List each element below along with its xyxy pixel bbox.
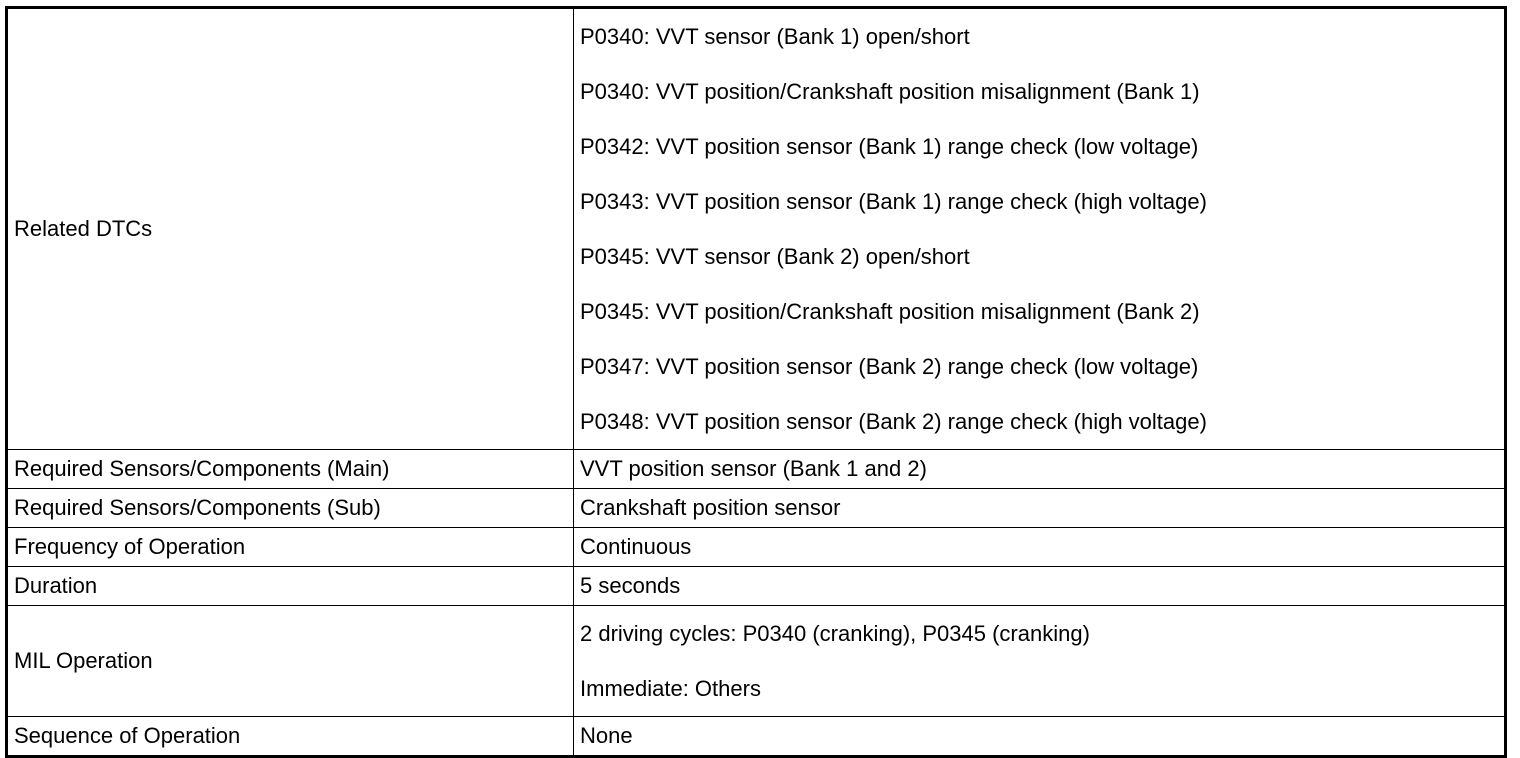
dtc-line: P0340: VVT position/Crankshaft position … [580, 79, 1200, 104]
row-label: Duration [6, 566, 574, 606]
value-line: Continuous [580, 534, 692, 559]
row-value: Crankshaft position sensor [573, 488, 1506, 528]
row-label: Sequence of Operation [6, 716, 574, 757]
row-value: Continuous [573, 527, 1506, 567]
value-line: 5 seconds [580, 573, 681, 598]
row-value: 2 driving cycles: P0340 (cranking), P034… [573, 605, 1506, 717]
value-line: None [580, 723, 633, 748]
dtc-line: P0340: VVT sensor (Bank 1) open/short [580, 24, 970, 49]
monitor-specification-table: Related DTCs P0340: VVT sensor (Bank 1) … [5, 6, 1507, 758]
table-row-mil-operation: MIL Operation 2 driving cycles: P0340 (c… [6, 605, 1506, 717]
dtc-line: P0347: VVT position sensor (Bank 2) rang… [580, 354, 1199, 379]
dtc-line: P0342: VVT position sensor (Bank 1) rang… [580, 134, 1199, 159]
dtc-line: P0345: VVT sensor (Bank 2) open/short [580, 244, 970, 269]
dtc-line: P0348: VVT position sensor (Bank 2) rang… [580, 409, 1207, 434]
table-row-required-sensors-main: Required Sensors/Components (Main) VVT p… [6, 449, 1506, 489]
table-row-required-sensors-sub: Required Sensors/Components (Sub) Cranks… [6, 488, 1506, 528]
dtc-line: P0343: VVT position sensor (Bank 1) rang… [580, 189, 1207, 214]
table-row-frequency: Frequency of Operation Continuous [6, 527, 1506, 567]
row-value: None [573, 716, 1506, 757]
value-line: 2 driving cycles: P0340 (cranking), P034… [580, 621, 1090, 646]
row-value: 5 seconds [573, 566, 1506, 606]
row-label: Required Sensors/Components (Sub) [6, 488, 574, 528]
row-value: VVT position sensor (Bank 1 and 2) [573, 449, 1506, 489]
value-line: VVT position sensor (Bank 1 and 2) [580, 456, 927, 481]
table-row-sequence: Sequence of Operation None [6, 716, 1506, 757]
row-value: P0340: VVT sensor (Bank 1) open/short P0… [573, 7, 1506, 450]
dtc-line: P0345: VVT position/Crankshaft position … [580, 299, 1200, 324]
row-label: Required Sensors/Components (Main) [6, 449, 574, 489]
row-label: Related DTCs [6, 7, 574, 450]
table-row-duration: Duration 5 seconds [6, 566, 1506, 606]
row-label: MIL Operation [6, 605, 574, 717]
row-label: Frequency of Operation [6, 527, 574, 567]
value-line: Immediate: Others [580, 676, 761, 701]
table-row-related-dtcs: Related DTCs P0340: VVT sensor (Bank 1) … [6, 7, 1506, 450]
value-line: Crankshaft position sensor [580, 495, 841, 520]
